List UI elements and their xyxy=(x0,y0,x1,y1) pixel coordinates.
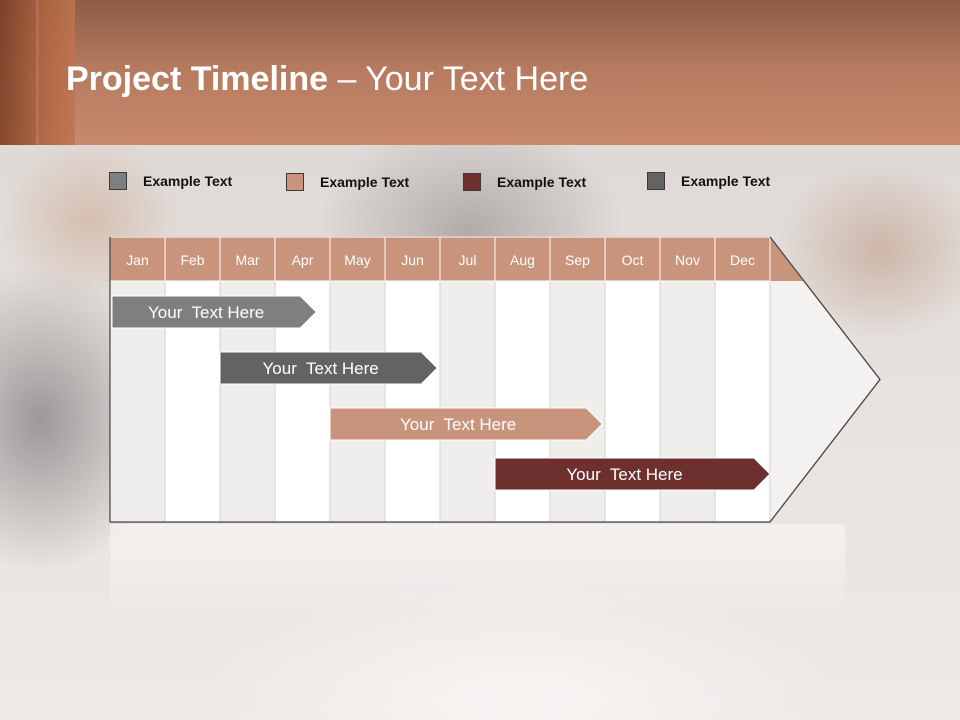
title-bold: Project Timeline xyxy=(66,60,329,98)
month-label: Jun xyxy=(401,252,424,268)
month-label: Sep xyxy=(565,252,590,268)
legend-swatch xyxy=(463,173,481,191)
legend-swatch xyxy=(647,172,665,190)
month-column xyxy=(384,280,441,523)
legend-item-4: Example Text xyxy=(647,171,770,191)
month-column xyxy=(329,280,386,523)
month-label: Apr xyxy=(292,252,314,268)
month-label: Dec xyxy=(730,252,755,268)
month-header-cell xyxy=(329,236,386,282)
task-label: Your Text Here xyxy=(148,303,264,322)
banner-accent xyxy=(0,0,75,145)
page-title: Project Timeline – Your Text Here xyxy=(66,60,588,99)
legend-label: Example Text xyxy=(320,174,410,190)
month-header-cell xyxy=(494,236,551,282)
month-label: May xyxy=(344,252,370,268)
legend-label: Example Text xyxy=(497,174,587,190)
legend-label: Example Text xyxy=(681,173,771,189)
title-banner: Project Timeline – Your Text Here xyxy=(0,0,960,145)
task-arrow xyxy=(494,457,771,491)
month-header-cell xyxy=(274,236,331,282)
legend-swatch xyxy=(286,173,304,191)
month-column xyxy=(439,280,496,523)
month-header-cell xyxy=(109,236,166,282)
month-header-cell xyxy=(384,236,441,282)
task-label: Your Text Here xyxy=(400,415,516,434)
task-label: Your Text Here xyxy=(566,465,682,484)
month-label: Oct xyxy=(622,252,644,268)
legend-label: Example Text xyxy=(143,173,233,189)
month-label: Jul xyxy=(459,252,477,268)
task-arrow xyxy=(329,407,603,441)
month-label: Nov xyxy=(675,252,700,268)
legend-item-3: Example Text xyxy=(463,172,586,192)
task-arrow xyxy=(219,351,438,385)
month-header-cell xyxy=(659,236,716,282)
month-label: Jan xyxy=(126,252,149,268)
arrow-outline xyxy=(769,236,881,523)
title-rest: – Your Text Here xyxy=(328,60,589,98)
task-arrow xyxy=(111,295,317,329)
timeline-reflection xyxy=(110,524,845,624)
month-label: Mar xyxy=(235,252,259,268)
month-label: Aug xyxy=(510,252,535,268)
month-header-cell xyxy=(549,236,606,282)
month-label: Feb xyxy=(180,252,204,268)
legend-item-2: Example Text xyxy=(286,172,409,192)
month-header-cell xyxy=(439,236,496,282)
month-header-cell xyxy=(714,236,771,282)
month-header-cell xyxy=(604,236,661,282)
legend-item-1: Example Text xyxy=(109,171,232,191)
task-label: Your Text Here xyxy=(263,359,379,378)
legend-swatch xyxy=(109,172,127,190)
